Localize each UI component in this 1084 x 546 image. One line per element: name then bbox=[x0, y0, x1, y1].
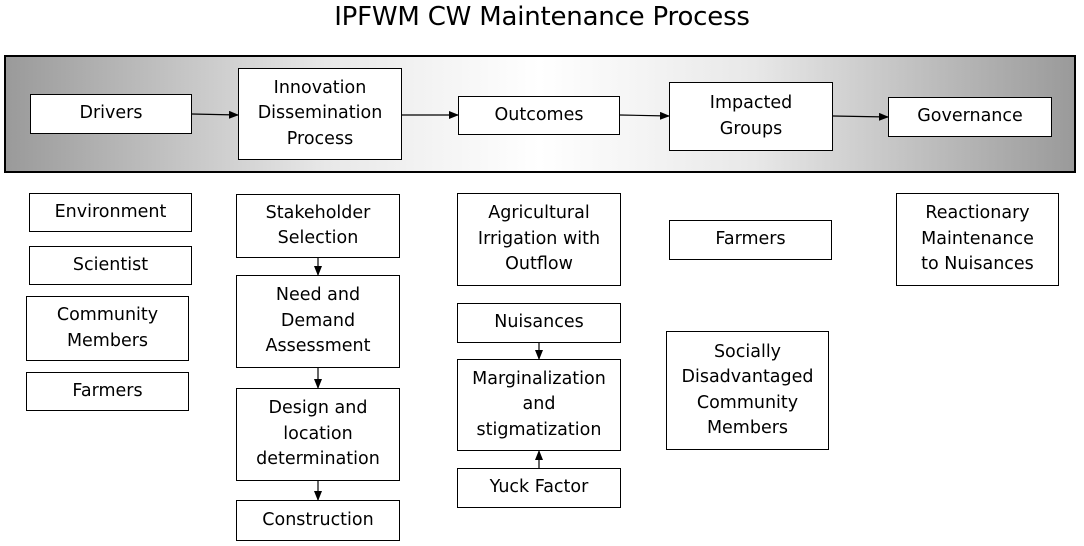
outcome-label: Agricultural Irrigation with Outflow bbox=[477, 203, 601, 275]
step-construction: Construction bbox=[236, 500, 400, 541]
step-label: Need and Demand Assessment bbox=[265, 285, 371, 357]
stage-innovation: Innovation Dissemination Process bbox=[238, 68, 402, 160]
governance-reactionary-maintenance: Reactionary Maintenance to Nuisances bbox=[896, 193, 1059, 286]
stage-outcomes-label: Outcomes bbox=[494, 104, 584, 125]
outcome-label: Marginalization and stigmatization bbox=[472, 368, 606, 440]
driver-label: Environment bbox=[54, 201, 167, 222]
stage-governance-label: Governance bbox=[917, 106, 1023, 127]
outcome-marginalization: Marginalization and stigmatization bbox=[457, 359, 621, 451]
stage-governance: Governance bbox=[888, 97, 1052, 137]
driver-environment: Environment bbox=[29, 193, 192, 232]
stage-drivers-label: Drivers bbox=[79, 103, 143, 124]
step-design-location: Design and location determination bbox=[236, 388, 400, 481]
impacted-socially-disadvantaged: Socially Disadvantaged Community Members bbox=[666, 331, 829, 450]
outcome-label: Yuck Factor bbox=[489, 477, 589, 498]
stage-drivers: Drivers bbox=[30, 94, 192, 134]
step-label: Stakeholder Selection bbox=[265, 202, 371, 249]
stage-impacted-groups: Impacted Groups bbox=[669, 82, 833, 151]
impacted-label: Farmers bbox=[715, 229, 786, 250]
diagram-title: IPFWM CW Maintenance Process bbox=[334, 2, 750, 32]
driver-label: Community Members bbox=[56, 305, 159, 351]
step-label: Construction bbox=[262, 509, 374, 530]
outcome-agricultural-irrigation: Agricultural Irrigation with Outflow bbox=[457, 193, 621, 286]
governance-label: Reactionary Maintenance to Nuisances bbox=[921, 203, 1034, 275]
step-need-demand-assessment: Need and Demand Assessment bbox=[236, 275, 400, 368]
stage-impacted-groups-label: Impacted Groups bbox=[709, 93, 793, 139]
outcome-label: Nuisances bbox=[494, 312, 584, 333]
impacted-label: Socially Disadvantaged Community Members bbox=[681, 341, 814, 439]
stage-innovation-label: Innovation Dissemination Process bbox=[257, 77, 383, 149]
step-stakeholder-selection: Stakeholder Selection bbox=[236, 194, 400, 258]
driver-community-members: Community Members bbox=[26, 296, 189, 361]
driver-farmers: Farmers bbox=[26, 372, 189, 411]
outcome-yuck-factor: Yuck Factor bbox=[457, 468, 621, 508]
driver-label: Scientist bbox=[72, 254, 149, 275]
driver-scientist: Scientist bbox=[29, 246, 192, 285]
driver-label: Farmers bbox=[72, 380, 143, 401]
stage-outcomes: Outcomes bbox=[458, 96, 620, 135]
impacted-farmers: Farmers bbox=[669, 220, 832, 260]
outcome-nuisances: Nuisances bbox=[457, 303, 621, 343]
step-label: Design and location determination bbox=[256, 398, 380, 470]
